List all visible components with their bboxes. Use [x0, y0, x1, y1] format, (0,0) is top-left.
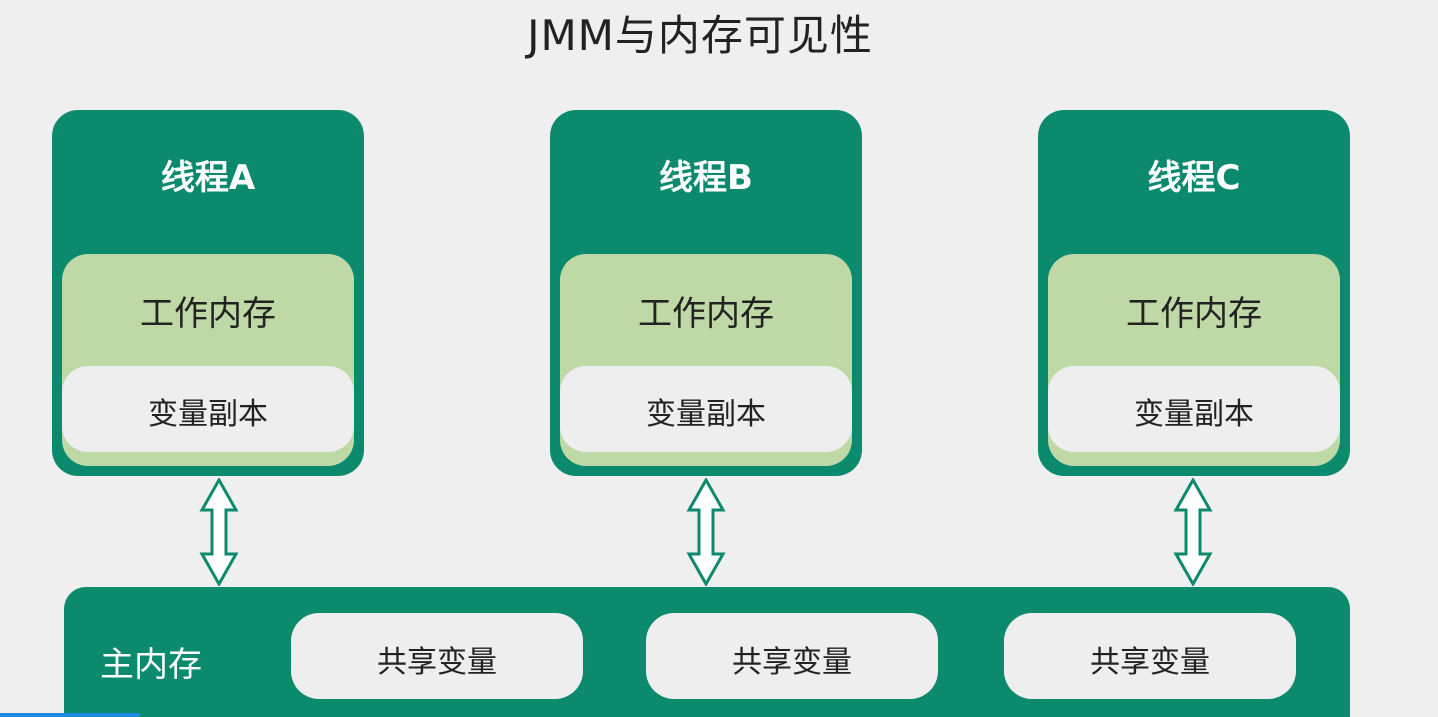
shared-variable-2: 共享变量 [646, 613, 938, 699]
thread-a-work-memory-label: 工作内存 [140, 294, 276, 334]
shared-variable-3: 共享变量 [1004, 613, 1296, 699]
double-arrow-icon [199, 478, 239, 586]
double-arrow-icon [1173, 478, 1213, 586]
thread-a-var-copy: 变量副本 [62, 366, 354, 452]
thread-a-box: 线程A 工作内存 变量副本 [52, 110, 364, 476]
main-memory-box: 主内存 共享变量 共享变量 共享变量 [64, 587, 1350, 717]
thread-c-work-memory-label: 工作内存 [1126, 294, 1262, 334]
thread-c-var-copy-label: 变量副本 [1134, 397, 1254, 432]
shared-variable-label: 共享变量 [1090, 645, 1210, 680]
main-memory-label: 主内存 [100, 645, 202, 685]
thread-a-title: 线程A [160, 158, 256, 198]
double-arrow-icon [686, 478, 726, 586]
shared-variable-label: 共享变量 [377, 645, 497, 680]
diagram-title: JMM与内存可见性 [527, 11, 873, 60]
thread-b-work-memory-label: 工作内存 [638, 294, 774, 334]
shared-variable-label: 共享变量 [732, 645, 852, 680]
thread-a-var-copy-label: 变量副本 [148, 397, 268, 432]
progress-bar [0, 713, 140, 717]
thread-b-title: 线程B [659, 158, 753, 198]
thread-c-box: 线程C 工作内存 变量副本 [1038, 110, 1350, 476]
thread-b-box: 线程B 工作内存 变量副本 [550, 110, 862, 476]
thread-b-var-copy: 变量副本 [560, 366, 852, 452]
thread-a-work-memory: 工作内存 变量副本 [62, 254, 354, 466]
thread-c-work-memory: 工作内存 变量副本 [1048, 254, 1340, 466]
thread-c-title: 线程C [1147, 158, 1241, 198]
thread-c-var-copy: 变量副本 [1048, 366, 1340, 452]
thread-b-var-copy-label: 变量副本 [646, 397, 766, 432]
thread-b-work-memory: 工作内存 变量副本 [560, 254, 852, 466]
shared-variable-1: 共享变量 [291, 613, 583, 699]
